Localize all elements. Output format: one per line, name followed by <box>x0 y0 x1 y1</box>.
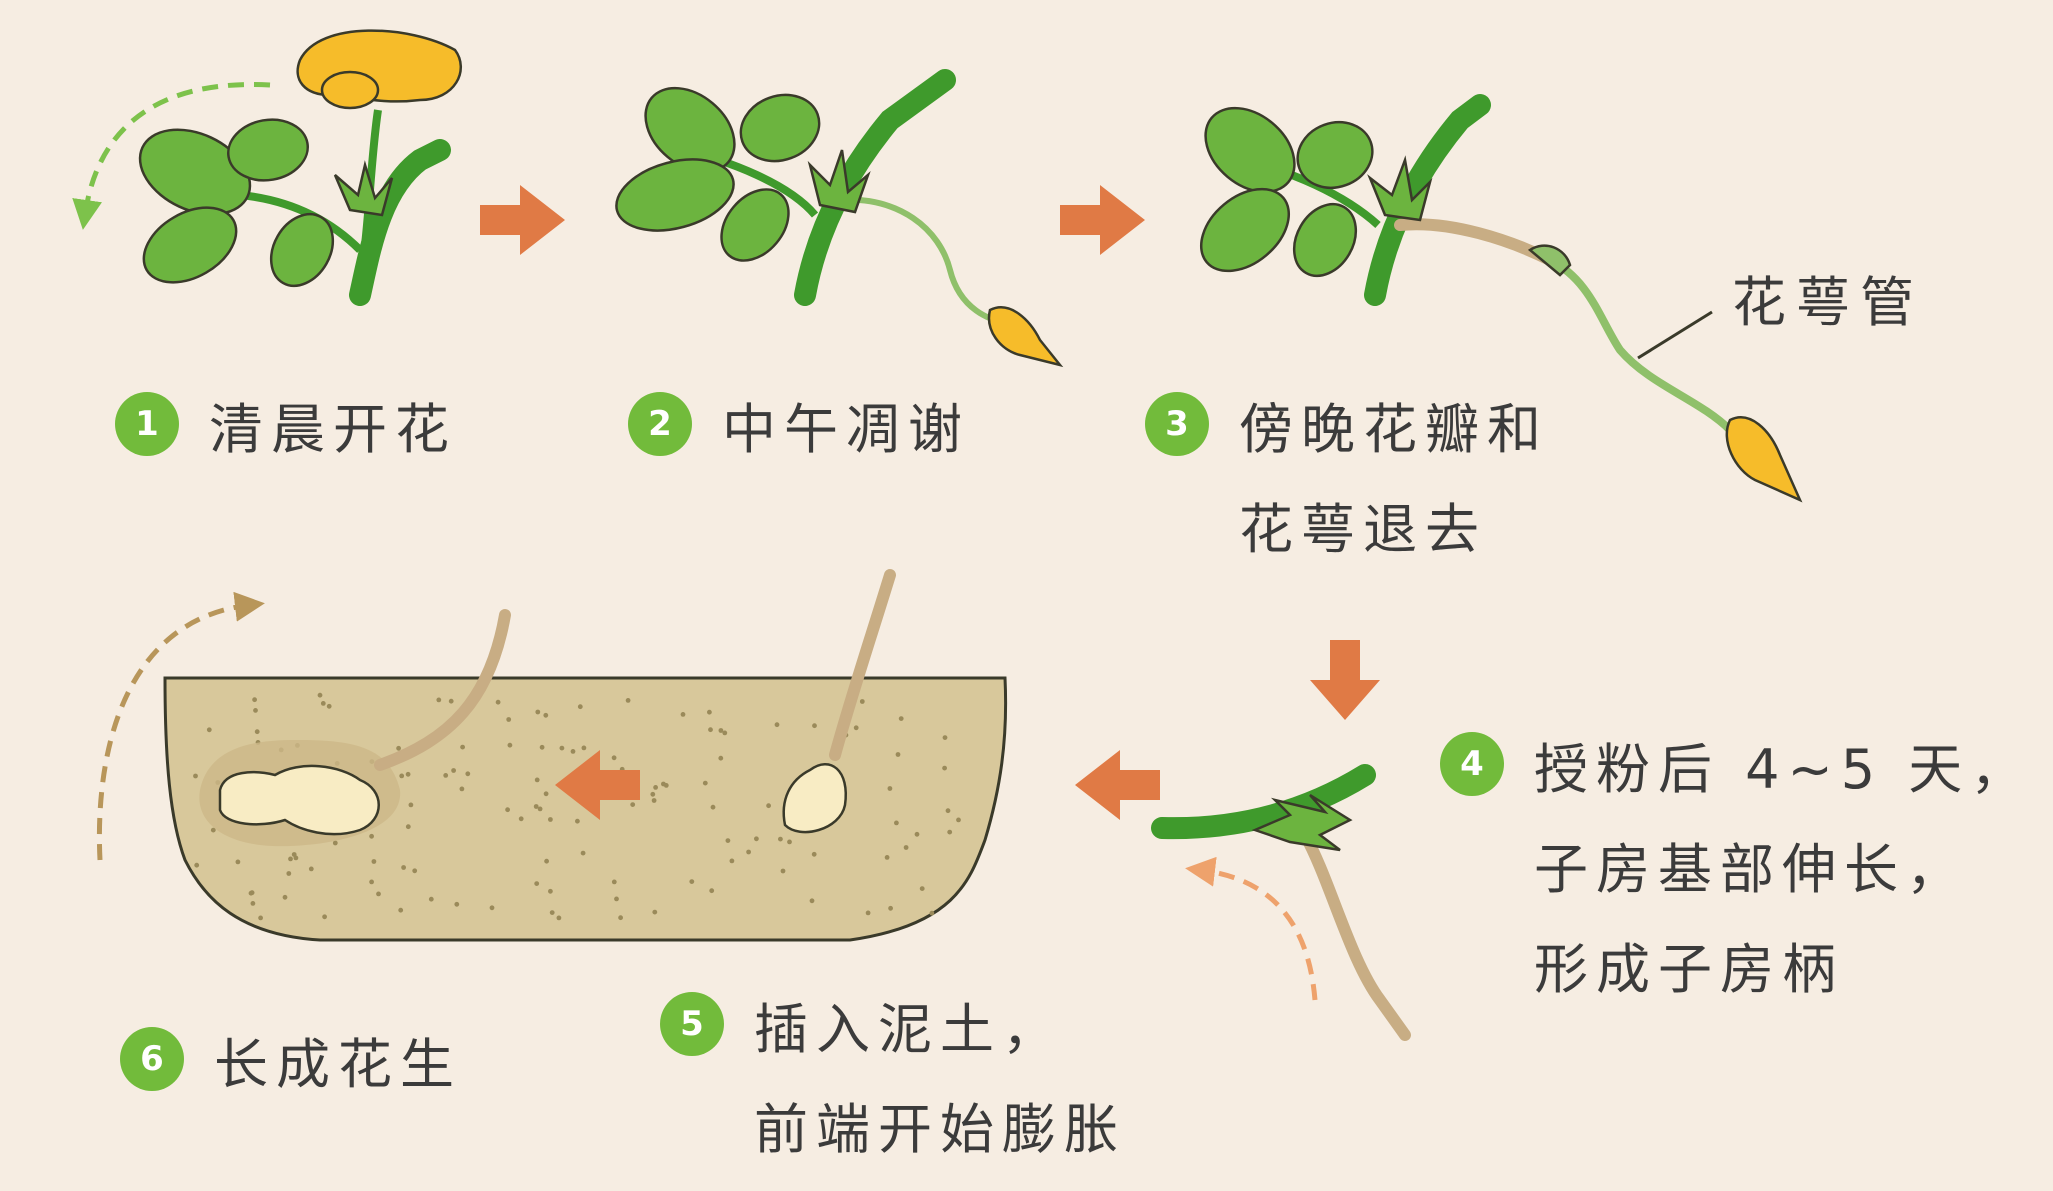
step-5-label: 5 插入泥土， 前端开始膨胀 <box>660 980 1126 1180</box>
step-2-badge: 2 <box>628 392 692 456</box>
left-arrow-icon <box>555 750 640 820</box>
down-arrow-icon <box>1310 640 1380 720</box>
step-3-badge: 3 <box>1145 392 1209 456</box>
step-1-label: 1 清晨开花 <box>115 380 457 480</box>
left-arrow-icon <box>1075 750 1160 820</box>
curved-dashed-arrow-icon <box>72 81 271 230</box>
step-2-text: 中午凋谢 <box>722 398 970 461</box>
stage-5-peg-in-soil <box>782 569 896 834</box>
peanut-icon <box>218 764 380 836</box>
step-5-text-line-2: 前端开始膨胀 <box>754 1098 1126 1161</box>
curved-dashed-arrow-icon <box>96 591 265 861</box>
step-6-label: 6 长成花生 <box>120 1015 462 1115</box>
step-1-badge: 1 <box>115 392 179 456</box>
step-2-label: 2 中午凋谢 <box>628 380 970 480</box>
step-4-label: 4 授粉后 4~5 天， 子房基部伸长， 形成子房柄 <box>1440 720 2032 1020</box>
step-5-text-line-1: 插入泥土， <box>754 998 1064 1061</box>
step-3-label: 3 傍晚花瓣和 花萼退去 <box>1145 380 1549 580</box>
stage-2-withered-flower <box>615 69 1064 368</box>
step-6-badge: 6 <box>120 1027 184 1091</box>
calyx-tube-label: 花萼管 <box>1732 271 1924 334</box>
stage-6-peanut-pod <box>96 591 511 861</box>
curved-dashed-arrow-icon <box>1185 856 1318 1001</box>
step-3-text-line-2: 花萼退去 <box>1239 498 1487 561</box>
step-3-text-line-1: 傍晚花瓣和 <box>1239 398 1549 461</box>
step-4-text-line-2: 子房基部伸长， <box>1534 838 1968 901</box>
calyx-tube-leader-line <box>1637 310 1713 360</box>
step-1-text: 清晨开花 <box>209 398 457 461</box>
step-4-text-line-3: 形成子房柄 <box>1534 938 1844 1001</box>
step-6-text: 长成花生 <box>214 1033 462 1096</box>
step-4-text-line-1: 授粉后 4~5 天， <box>1534 738 2033 801</box>
stage-3-calyx-tube <box>1199 94 1803 503</box>
right-arrow-icon <box>1060 185 1145 255</box>
right-arrow-icon <box>480 185 565 255</box>
step-4-badge: 4 <box>1440 732 1504 796</box>
stage-4-gynophore <box>1151 764 1411 1041</box>
stage-1-flowering-plant <box>72 29 462 306</box>
step-5-badge: 5 <box>660 992 724 1056</box>
soil-block <box>163 676 1008 942</box>
